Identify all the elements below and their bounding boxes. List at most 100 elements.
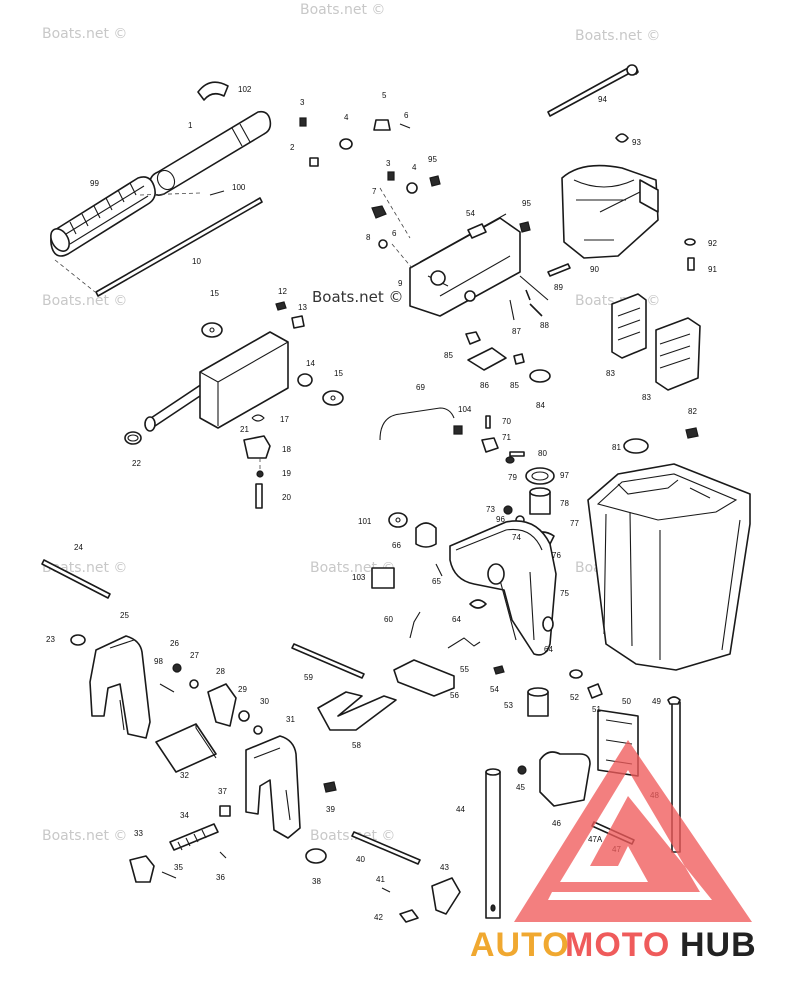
part-100-pin xyxy=(209,190,225,196)
part-41-pin xyxy=(381,887,391,893)
callout: 44 xyxy=(456,805,465,814)
callout: 21 xyxy=(240,425,249,434)
callout: 88 xyxy=(540,321,549,330)
clamp-bracket-group xyxy=(41,559,461,923)
callout: 35 xyxy=(174,863,183,872)
callout: 33 xyxy=(134,829,143,838)
part-83b-block xyxy=(655,317,701,391)
part-70-pin xyxy=(485,415,491,429)
part-49-clip xyxy=(667,696,681,705)
part-39-nut xyxy=(323,781,337,793)
callout: 42 xyxy=(374,913,383,922)
callout: 99 xyxy=(90,179,99,188)
part-90-housing xyxy=(561,164,659,259)
part-31-bracket xyxy=(245,735,301,839)
part-92-washer xyxy=(684,238,696,246)
callout: 8 xyxy=(366,233,371,242)
part-27-washer xyxy=(189,679,199,689)
part-45-nut xyxy=(517,765,527,775)
callout: 15 xyxy=(210,289,219,298)
callout: 71 xyxy=(502,433,511,442)
callout: 70 xyxy=(502,417,511,426)
bracket-75-group xyxy=(393,520,603,717)
callout: 13 xyxy=(298,303,307,312)
part-20-bolt xyxy=(255,483,263,509)
swivel-90-group xyxy=(547,64,701,391)
part-83-block xyxy=(611,293,647,359)
callout: 92 xyxy=(708,239,717,248)
callout: 26 xyxy=(170,639,179,648)
watermark: Boats.net © xyxy=(312,288,404,306)
callout: 69 xyxy=(416,383,425,392)
callout: 58 xyxy=(352,741,361,750)
part-46-clamp xyxy=(539,751,591,807)
callout: 22 xyxy=(132,459,141,468)
bracket-58-group xyxy=(291,643,397,731)
callout: 55 xyxy=(460,665,469,674)
part-71-bushing xyxy=(481,437,499,453)
callout: 91 xyxy=(708,265,717,274)
watermark: Boats.net © xyxy=(42,26,127,42)
callout: 75 xyxy=(560,589,569,598)
watermark: Boats.net © xyxy=(42,293,127,309)
callout: 4 xyxy=(412,163,417,172)
callout: 86 xyxy=(480,381,489,390)
part-28-bracket xyxy=(207,683,237,727)
part-66-bushing xyxy=(415,522,437,548)
callout: 3 xyxy=(300,98,305,107)
part-23-washer xyxy=(70,634,86,646)
callout: 85 xyxy=(444,351,453,360)
callout: 59 xyxy=(304,673,313,682)
part-44-tube xyxy=(485,771,501,919)
callout: 27 xyxy=(190,651,199,660)
part-7-knob xyxy=(371,205,387,219)
part-17-clip xyxy=(251,414,265,422)
part-81-grommet xyxy=(623,438,649,454)
part-25-bracket xyxy=(89,635,151,739)
callout: 52 xyxy=(570,693,579,702)
part-33-clip xyxy=(129,855,155,883)
callout: 10 xyxy=(192,257,201,266)
callout: 98 xyxy=(154,657,163,666)
callout: 5 xyxy=(382,91,387,100)
part-98-pin xyxy=(159,683,175,693)
callout: 18 xyxy=(282,445,291,454)
part-3-screw xyxy=(299,117,307,127)
part-38-washer xyxy=(305,848,327,864)
part-24-rod xyxy=(41,559,111,599)
part-102-clip xyxy=(197,81,229,101)
part-30-washer xyxy=(253,725,263,735)
part-18-plate xyxy=(243,435,271,459)
part-22-oring xyxy=(124,431,142,445)
callout: 95 xyxy=(522,199,531,208)
callout: 90 xyxy=(590,265,599,274)
part-35-pin xyxy=(161,871,177,879)
tiller-handle-group xyxy=(50,81,411,297)
logo-hub-text: HUB xyxy=(680,926,757,964)
center-small-parts xyxy=(371,407,555,589)
callout: 2 xyxy=(290,143,295,152)
part-32-tube xyxy=(155,723,217,773)
part-54-pin xyxy=(467,223,487,239)
part-12-nut xyxy=(275,301,287,311)
callout: 29 xyxy=(238,685,247,694)
part-84-ring xyxy=(529,369,551,383)
automotohub-logo: AUTO MOTO HUB xyxy=(470,740,757,964)
callout: 31 xyxy=(286,715,295,724)
callout: 81 xyxy=(612,443,621,452)
logo-moto-text: MOTO xyxy=(565,926,670,964)
callout: 19 xyxy=(282,469,291,478)
callout: 36 xyxy=(216,873,225,882)
part-59-rod xyxy=(291,643,365,679)
part-93-clip xyxy=(615,133,629,143)
callout: 84 xyxy=(536,401,545,410)
part-51-knob xyxy=(587,683,603,699)
part-13-bushing xyxy=(291,315,305,329)
part-34-spring xyxy=(169,823,219,851)
part-89-bolt xyxy=(547,263,571,277)
part-64-washer xyxy=(469,599,487,609)
callout: 87 xyxy=(512,327,521,336)
callout: 49 xyxy=(652,697,661,706)
callout: 51 xyxy=(592,705,601,714)
